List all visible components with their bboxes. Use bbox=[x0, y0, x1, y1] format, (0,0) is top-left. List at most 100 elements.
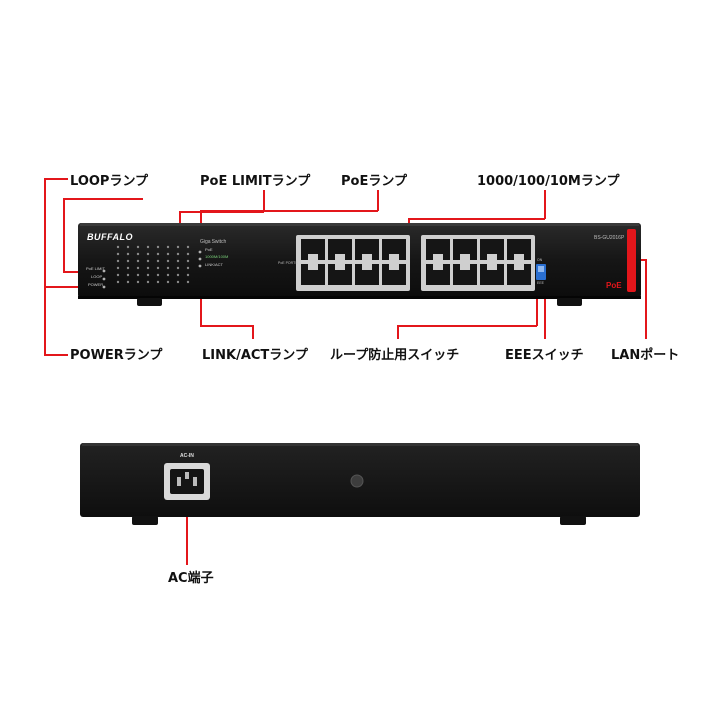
lan-port-latch bbox=[460, 254, 470, 260]
rear-screw bbox=[350, 474, 364, 488]
status-led bbox=[136, 252, 140, 256]
ac-pin bbox=[177, 477, 181, 486]
lan-port bbox=[507, 239, 531, 260]
lan-port-latch bbox=[308, 254, 318, 260]
speed-lamp-label: 1000/100/10Mランプ bbox=[477, 174, 620, 189]
power-callout-line bbox=[44, 354, 68, 356]
status-led bbox=[126, 280, 130, 284]
lan-port bbox=[382, 239, 406, 260]
lan-port bbox=[382, 264, 406, 285]
lan-port-latch bbox=[362, 254, 372, 260]
status-led bbox=[126, 273, 130, 277]
status-led bbox=[176, 252, 180, 256]
status-led bbox=[186, 280, 190, 284]
ac-terminal-label: AC端子 bbox=[168, 571, 214, 586]
status-led bbox=[156, 252, 160, 256]
eee-callout-line bbox=[544, 285, 546, 339]
poe-callout-line bbox=[377, 190, 379, 211]
lan-port bbox=[507, 264, 531, 285]
loop-switch-label: ループ防止用スイッチ bbox=[330, 348, 460, 363]
ac-callout-line bbox=[186, 497, 188, 565]
lan-port-latch bbox=[433, 264, 443, 270]
panel-speed: 1000M/100M bbox=[205, 254, 229, 259]
status-led bbox=[156, 280, 160, 284]
status-led bbox=[156, 259, 160, 263]
status-led bbox=[186, 266, 190, 270]
status-led bbox=[116, 245, 120, 249]
indicator-led bbox=[102, 269, 106, 273]
status-led bbox=[116, 273, 120, 277]
panel-loop: LOOP bbox=[91, 274, 103, 279]
status-led bbox=[146, 245, 150, 249]
panel-poe: PoE bbox=[205, 247, 213, 252]
model-number: BS-GU2016P bbox=[594, 235, 625, 241]
poe-lamp-label: PoEランプ bbox=[341, 174, 407, 189]
switch-eee-text: EEE bbox=[537, 281, 545, 285]
power-lamp-label: POWERランプ bbox=[70, 348, 163, 363]
front-top-edge bbox=[80, 223, 639, 226]
rear-top-edge bbox=[82, 443, 638, 446]
lan-port-latch bbox=[460, 264, 470, 270]
lan-port-latch bbox=[487, 254, 497, 260]
loop-lamp-label: LOOPランプ bbox=[70, 174, 149, 189]
lan-port-latch bbox=[335, 254, 345, 260]
loop-callout-line bbox=[44, 178, 46, 354]
lan-port-latch bbox=[514, 254, 524, 260]
lan-port-latch bbox=[487, 264, 497, 270]
status-led bbox=[116, 252, 120, 256]
panel-power: POWER bbox=[88, 282, 104, 287]
status-led bbox=[156, 273, 160, 277]
status-led bbox=[166, 266, 170, 270]
status-led bbox=[146, 259, 150, 263]
status-led bbox=[166, 273, 170, 277]
panel-poe-limit: PoE LIMIT bbox=[86, 266, 105, 271]
switch-on-text: ON bbox=[537, 258, 543, 262]
rear-foot-right bbox=[560, 516, 586, 525]
status-led bbox=[136, 245, 140, 249]
status-led bbox=[176, 245, 180, 249]
poe-limit-led-callout-line bbox=[263, 190, 265, 212]
series-text: Giga Switch bbox=[200, 239, 227, 245]
loop-switch-callout-line bbox=[397, 325, 537, 327]
lan-port-latch bbox=[362, 264, 372, 270]
loop-switch-callout-line bbox=[536, 285, 538, 326]
status-led bbox=[166, 280, 170, 284]
status-led bbox=[176, 259, 180, 263]
status-led bbox=[176, 273, 180, 277]
rear-foot-left bbox=[132, 516, 158, 525]
status-led bbox=[186, 273, 190, 277]
status-led bbox=[186, 252, 190, 256]
brand-logo: BUFFALO bbox=[87, 232, 133, 242]
indicator-led bbox=[198, 264, 202, 268]
lan-port bbox=[426, 239, 450, 260]
red-badge bbox=[627, 229, 636, 292]
lan-port bbox=[301, 264, 325, 285]
link-callout-line bbox=[200, 288, 202, 326]
status-led bbox=[126, 252, 130, 256]
status-led bbox=[136, 259, 140, 263]
status-led bbox=[126, 266, 130, 270]
status-led bbox=[136, 266, 140, 270]
ac-pin bbox=[193, 477, 197, 486]
lan-port-latch bbox=[389, 254, 399, 260]
status-led bbox=[116, 259, 120, 263]
indicator-led bbox=[102, 285, 106, 289]
lan-port-latch bbox=[335, 264, 345, 270]
foot-left bbox=[137, 298, 162, 306]
status-led bbox=[166, 245, 170, 249]
poe-limit-lamp-label: PoE LIMITランプ bbox=[200, 174, 311, 189]
indicator-led bbox=[198, 250, 202, 254]
status-led bbox=[146, 273, 150, 277]
poe-limit-led-callout-line bbox=[179, 211, 264, 213]
indicator-led bbox=[102, 277, 106, 281]
ac-pin bbox=[185, 472, 189, 479]
status-led bbox=[116, 266, 120, 270]
panel-poe-ports: PoE PORTS bbox=[278, 261, 298, 265]
lan-port bbox=[355, 264, 379, 285]
lan-port bbox=[426, 264, 450, 285]
status-led bbox=[166, 259, 170, 263]
lan-port-label: LANポート bbox=[611, 348, 680, 363]
loop-switch-callout-line bbox=[397, 325, 399, 339]
status-led bbox=[156, 266, 160, 270]
status-led bbox=[186, 259, 190, 263]
